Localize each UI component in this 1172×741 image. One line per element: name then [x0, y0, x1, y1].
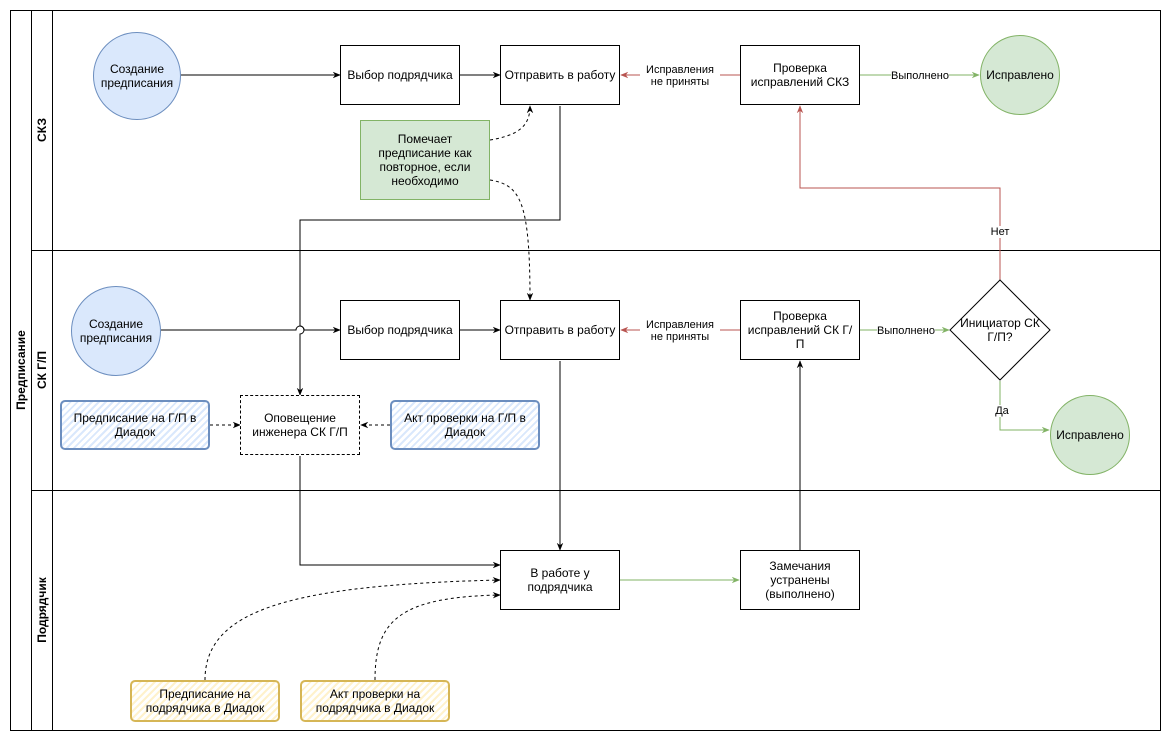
edge-no — [796, 105, 1001, 280]
edge-label-no: Нет — [990, 226, 1010, 238]
gp-notify-label: Оповещение инженера СК Г/П — [252, 411, 348, 439]
c-doc-prescription[interactable]: Предписание на подрядчика в Диадок — [130, 680, 280, 722]
edge-label-skz-rejected: Исправления не приняты — [640, 64, 720, 88]
edge-label-gp-rejected: Исправления не приняты — [640, 319, 720, 343]
skz-send-to-work-node[interactable]: Отправить в работу — [500, 45, 620, 105]
gp-choose-label: Выбор подрядчика — [347, 323, 453, 337]
gp-check-label: Проверка исправлений СК Г/П — [747, 309, 853, 351]
skz-note-label: Помечает предписание как повторное, если… — [378, 132, 472, 188]
gp-initiator-label[interactable]: Инициатор СК Г/П? — [950, 300, 1050, 360]
gp-check-node[interactable]: Проверка исправлений СК Г/П — [740, 300, 860, 360]
skz-create-label: Создание предписания — [100, 62, 174, 90]
skz-note[interactable]: Помечает предписание как повторное, если… — [360, 120, 490, 200]
lane-title-skz: СКЗ — [35, 118, 49, 142]
skz-fixed-node[interactable]: Исправлено — [980, 35, 1060, 115]
gp-initiator-text: Инициатор СК Г/П? — [960, 316, 1040, 344]
gp-doc-prescription[interactable]: Предписание на Г/П в Диадок — [60, 400, 210, 450]
gp-create-label: Создание предписания — [79, 317, 153, 345]
skz-check-label: Проверка исправлений СКЗ — [750, 61, 850, 89]
c-inwork-node[interactable]: В работе у подрядчика — [500, 550, 620, 610]
c-doc-act[interactable]: Акт проверки на подрядчика в Диадок — [300, 680, 450, 722]
c-resolved-node[interactable]: Замечания устранены (выполнено) — [740, 550, 860, 610]
c-doc-prescription-label: Предписание на подрядчика в Диадок — [145, 687, 265, 715]
gp-fixed-node[interactable]: Исправлено — [1050, 395, 1130, 475]
c-resolved-label: Замечания устранены (выполнено) — [765, 559, 835, 601]
c-doc-act-label: Акт проверки на подрядчика в Диадок — [315, 687, 435, 715]
edge-label-yes: Да — [995, 405, 1009, 417]
edge-notify-inwork — [299, 456, 501, 569]
edge-gp-create-choose — [161, 325, 341, 334]
gp-choose-contractor-node[interactable]: Выбор подрядчика — [340, 300, 460, 360]
decision-diamond — [949, 279, 1051, 381]
gp-create-node[interactable]: Создание предписания — [71, 286, 161, 376]
gp-send-label: Отправить в работу — [504, 323, 616, 337]
skz-fixed-label: Исправлено — [986, 68, 1054, 82]
lane-title-contractor: Подрядчик — [35, 577, 49, 643]
gp-doc-act[interactable]: Акт проверки на Г/П в Диадок — [390, 400, 540, 450]
skz-send-label: Отправить в работу — [504, 68, 616, 82]
edge-cdoc-inwork — [204, 576, 501, 681]
lane-title-skgp: СК Г/П — [35, 350, 49, 390]
edge-yes — [999, 381, 1050, 434]
pool-title: Предписание — [14, 330, 28, 410]
skz-check-node[interactable]: Проверка исправлений СКЗ — [740, 45, 860, 105]
gp-fixed-label: Исправлено — [1056, 428, 1124, 442]
skz-choose-contractor-node[interactable]: Выбор подрядчика — [340, 45, 460, 105]
edge-cact-inwork — [374, 591, 501, 681]
edge-label-skz-done: Выполнено — [891, 70, 949, 82]
gp-notify-node[interactable]: Оповещение инженера СК Г/П — [240, 395, 360, 455]
gp-send-to-work-node[interactable]: Отправить в работу — [500, 300, 620, 360]
edge-skz-note-gpsend — [489, 179, 534, 301]
edge-label-gp-done: Выполнено — [877, 325, 935, 337]
edge-skz-note-send — [489, 105, 534, 141]
gp-doc-prescription-label: Предписание на Г/П в Диадок — [73, 411, 197, 439]
skz-create-node[interactable]: Создание предписания — [93, 32, 181, 120]
gp-doc-act-label: Акт проверки на Г/П в Диадок — [404, 411, 526, 439]
c-inwork-label: В работе у подрядчика — [527, 566, 593, 594]
pool-frame — [10, 10, 1161, 731]
skz-choose-label: Выбор подрядчика — [347, 68, 453, 82]
